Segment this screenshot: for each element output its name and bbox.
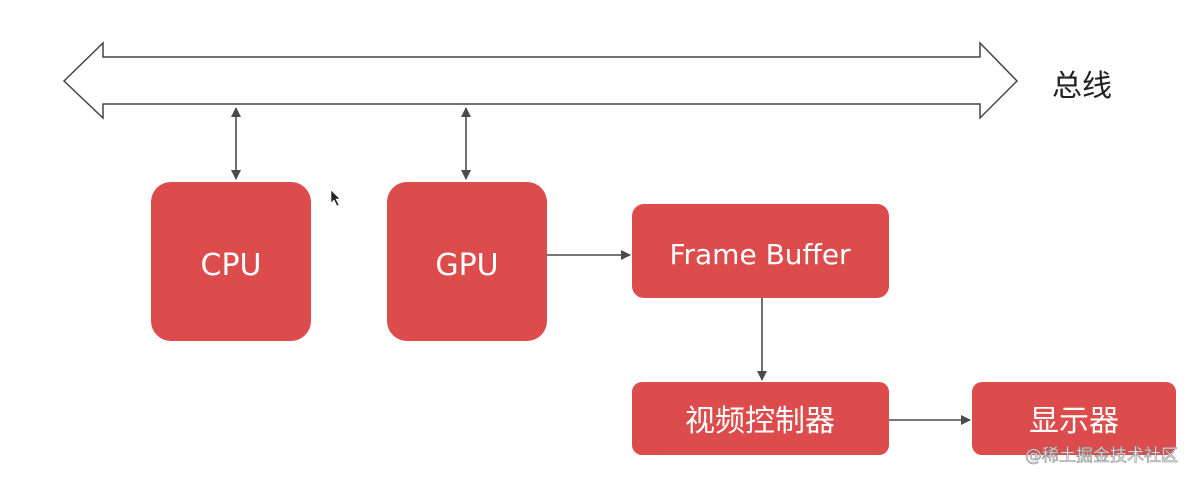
mouse-cursor-icon xyxy=(330,189,341,207)
watermark: @稀土掘金技术社区 xyxy=(1025,446,1178,466)
gpu-label: GPU xyxy=(435,248,498,283)
video-controller-label: 视频控制器 xyxy=(685,404,835,439)
display-node: 显示器 xyxy=(972,382,1176,455)
bus-arrow xyxy=(62,41,1019,120)
video-controller-node: 视频控制器 xyxy=(632,382,889,455)
frame-buffer-label: Frame Buffer xyxy=(669,238,851,271)
frame-buffer-node: Frame Buffer xyxy=(632,204,889,298)
cpu-label: CPU xyxy=(201,248,262,283)
gpu-node: GPU xyxy=(387,182,547,341)
cpu-node: CPU xyxy=(151,182,311,341)
bus-label: 总线 xyxy=(1052,69,1112,104)
display-label: 显示器 xyxy=(1029,404,1119,439)
